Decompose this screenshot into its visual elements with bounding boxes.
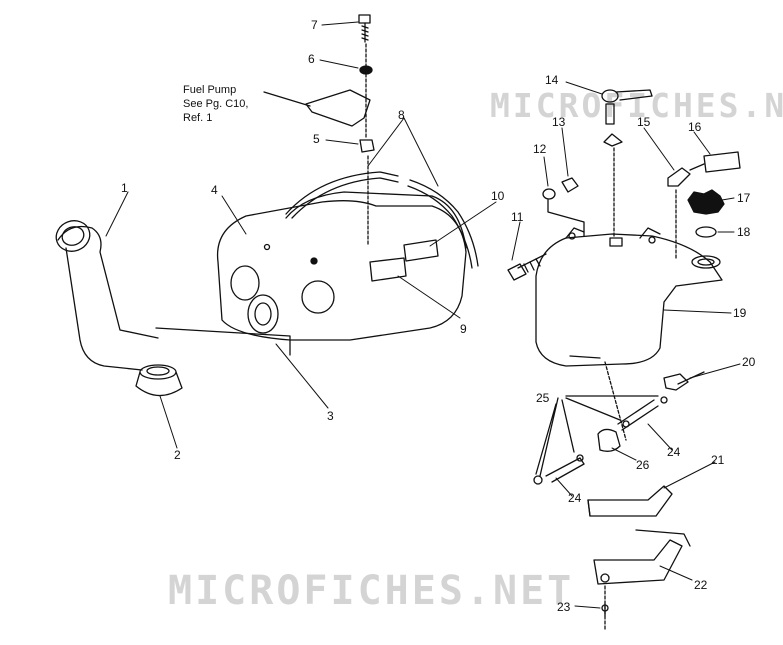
- callout-25: 25: [536, 391, 550, 405]
- callout-21: 21: [711, 453, 725, 467]
- fuel-pump-note-line3: Ref. 1: [183, 112, 213, 124]
- callout-22: 22: [694, 578, 708, 592]
- callout-24-upper: 24: [667, 445, 681, 459]
- vent-hose: [286, 172, 478, 268]
- callout-11: 11: [511, 210, 524, 224]
- callout-26: 26: [636, 458, 650, 472]
- callout-15: 15: [637, 115, 651, 129]
- mounting-brackets: [588, 486, 690, 630]
- callout-7: 7: [311, 18, 318, 32]
- callout-16: 16: [688, 120, 702, 134]
- fuel-pump-reference: [264, 90, 370, 126]
- filler-neck-hose: [52, 216, 158, 370]
- callout-4: 4: [211, 183, 218, 197]
- filler-grommet: [136, 365, 182, 396]
- fuel-fitting: [668, 152, 740, 186]
- tank-left: [156, 192, 466, 355]
- tank-fasteners: [359, 15, 374, 244]
- callout-9: 9: [460, 322, 467, 336]
- callout-19: 19: [733, 306, 747, 320]
- tank-right: [536, 148, 722, 440]
- callout-12: 12: [533, 142, 547, 156]
- callout-1: 1: [121, 181, 128, 195]
- fuel-pump-note: Fuel Pump See Pg. C10, Ref. 1: [183, 83, 248, 125]
- callout-24-lower: 24: [568, 491, 582, 505]
- callout-6: 6: [308, 52, 315, 66]
- fuel-pump-note-line2: See Pg. C10,: [183, 98, 249, 110]
- callout-18: 18: [737, 225, 751, 239]
- callout-23: 23: [557, 600, 571, 614]
- callout-3: 3: [327, 409, 334, 423]
- callout-17: 17: [737, 191, 751, 205]
- mounting-hardware: [508, 178, 584, 280]
- callout-leaders: [106, 22, 740, 608]
- callout-10: 10: [491, 189, 505, 203]
- callout-8: 8: [398, 108, 405, 122]
- callout-13: 13: [552, 115, 566, 129]
- filler-cap: [688, 190, 724, 237]
- fuel-pump-note-line1: Fuel Pump: [183, 84, 237, 96]
- callout-2: 2: [174, 448, 181, 462]
- fuel-line-group: [534, 372, 704, 484]
- callout-20: 20: [742, 355, 756, 369]
- callout-5: 5: [313, 132, 320, 146]
- fuel-sender: [602, 90, 652, 146]
- callout-14: 14: [545, 73, 559, 87]
